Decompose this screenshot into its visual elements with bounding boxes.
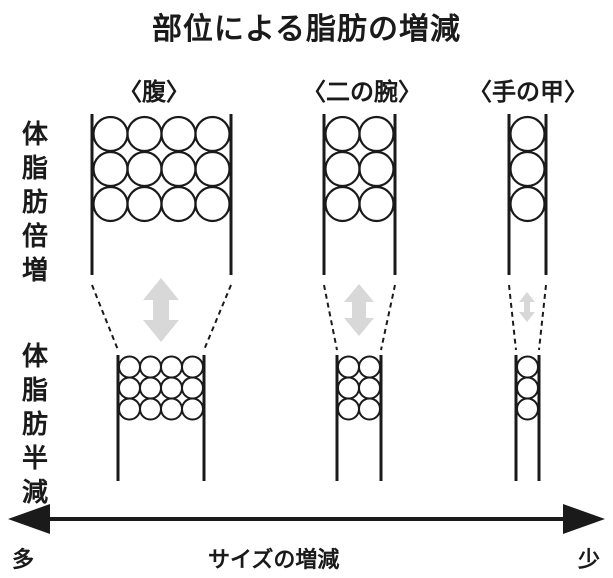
connector-lines: [91, 284, 547, 351]
size-axis-arrow: [8, 504, 605, 534]
hand-upper-fat-cells: [509, 115, 546, 223]
row-label-halved: 体脂肪半減: [21, 342, 48, 508]
hand-halved-cells: [514, 355, 541, 481]
hand-lower-fat-cells: [516, 355, 539, 421]
belly-lower-fat-cells: [118, 355, 204, 421]
column-label-back-of-hand: 〈手の甲〉: [468, 78, 588, 106]
upper-arm-doubled-cells: [322, 114, 397, 275]
upper-arm-lower-fat-cells: [337, 355, 381, 421]
hand-doubled-cells: [507, 114, 548, 275]
belly-halved-cells: [116, 355, 206, 481]
hand-double-arrow: [519, 292, 535, 322]
axis-center-label: サイズの増減: [208, 548, 340, 573]
belly-upper-fat-cells: [92, 115, 231, 223]
upper-arm-halved-cells: [335, 355, 383, 481]
belly-doubled-cells: [90, 114, 233, 275]
axis-left-label: 多: [12, 548, 35, 573]
axis-right-label: 少: [578, 548, 601, 573]
column-label-upper-arm: 〈二の腕〉: [302, 78, 422, 106]
column-label-belly: 〈腹〉: [118, 78, 190, 106]
upper-arm-double-arrow: [344, 284, 374, 336]
belly-double-arrow: [143, 278, 179, 342]
row-label-doubled: 体脂肪倍増: [21, 120, 48, 286]
diagram-title: 部位による脂肪の増減: [151, 12, 462, 47]
upper-arm-upper-fat-cells: [324, 115, 395, 223]
